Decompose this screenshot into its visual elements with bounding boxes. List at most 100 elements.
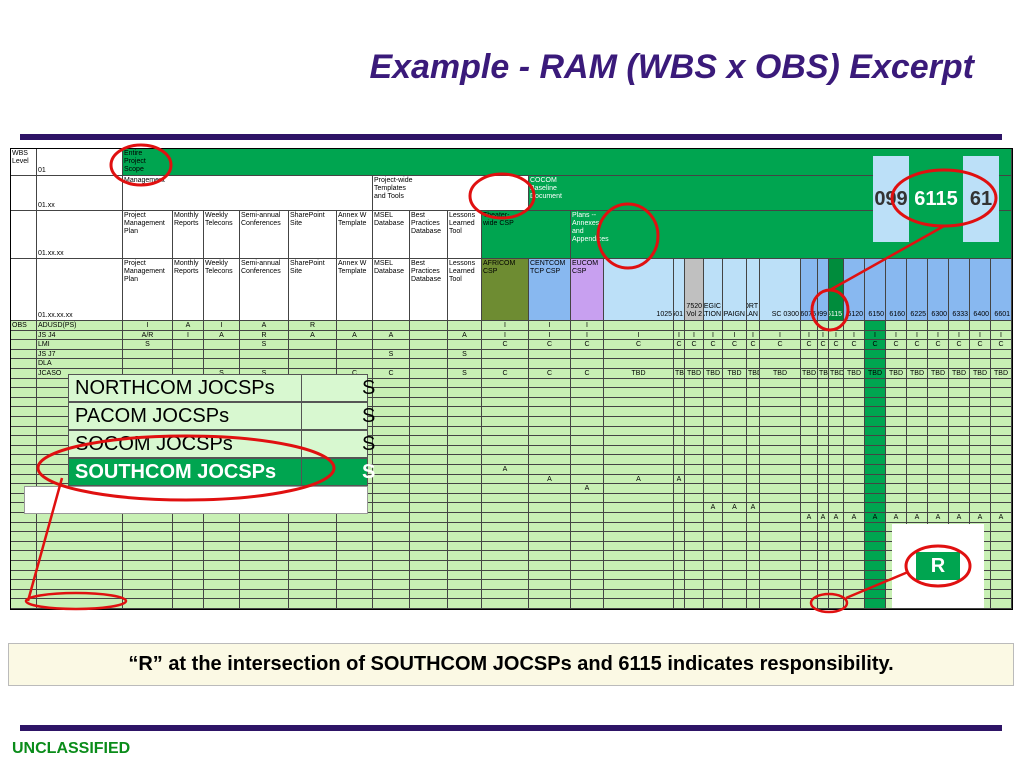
ram-cell (448, 417, 482, 427)
ram-cell (723, 397, 747, 408)
ram-cell (529, 503, 571, 513)
ram-cell (571, 465, 604, 475)
level-3-item: Best Practices Database (410, 211, 448, 259)
ram-cell (907, 349, 928, 360)
ram-cell (571, 474, 604, 485)
ram-cell (991, 388, 1012, 398)
ram-cell (529, 445, 571, 456)
ram-cell (337, 580, 373, 590)
ram-cell: C (747, 340, 760, 350)
ram-cell (685, 426, 704, 437)
ram-cell (529, 541, 571, 552)
ram-cell (240, 580, 289, 590)
ram-cell (865, 503, 886, 513)
ram-cell (571, 359, 604, 369)
ram-cell (674, 503, 685, 513)
ram-cell (704, 359, 723, 369)
ram-cell (448, 532, 482, 542)
ram-cell: C (571, 340, 604, 350)
ram-cell (704, 561, 723, 571)
ram-cell (886, 445, 907, 456)
ram-cell (704, 570, 723, 581)
ram-cell (674, 388, 685, 398)
ram-cell (723, 484, 747, 494)
ram-cell (571, 378, 604, 389)
ram-cell (991, 503, 1012, 513)
ram-cell: A (173, 321, 204, 331)
ram-cell (844, 378, 865, 389)
ram-cell (373, 388, 410, 398)
ram-cell (240, 359, 289, 369)
ram-cell (747, 407, 760, 417)
callout-label: NORTHCOM JOCSPs (75, 377, 275, 399)
ram-cell (844, 349, 865, 360)
ram-cell (240, 570, 289, 581)
ram-cell (949, 378, 970, 389)
ram-cell: I (970, 330, 991, 341)
ram-cell (818, 321, 829, 331)
ram-cell (886, 503, 907, 513)
level-3-code: 01.xx.xx (37, 249, 123, 259)
ram-cell (289, 589, 337, 600)
ram-cell (448, 551, 482, 561)
zoom-col-6115: 6115 (909, 156, 963, 242)
ram-cell (604, 484, 674, 494)
ram-cell (991, 465, 1012, 475)
ram-cell (865, 570, 886, 581)
ram-cell: C (571, 369, 604, 379)
level-1-code: 01 (37, 166, 123, 176)
wbs-column-7: 6075 (801, 259, 818, 321)
ram-cell (844, 609, 865, 610)
ram-cell (482, 397, 529, 408)
ram-cell (818, 407, 829, 417)
ram-cell (240, 532, 289, 542)
ram-cell (571, 455, 604, 465)
ram-cell (723, 474, 747, 485)
ram-cell (907, 493, 928, 504)
ram-cell (410, 484, 448, 494)
ram-cell: TBD (818, 369, 829, 379)
ram-cell (604, 455, 674, 465)
ram-cell (970, 445, 991, 456)
bottom-rule (20, 725, 1002, 731)
ram-cell (685, 465, 704, 475)
ram-cell (482, 532, 529, 542)
ram-cell (907, 609, 928, 610)
ram-cell (529, 484, 571, 494)
ram-cell: S (373, 349, 410, 360)
obs-label-cell (11, 522, 37, 533)
ram-cell (886, 426, 907, 437)
ram-cell (801, 321, 818, 331)
obs-row-name: ADUSD(PS) (37, 321, 123, 331)
ram-cell (529, 455, 571, 465)
ram-cell (747, 417, 760, 427)
ram-cell (747, 436, 760, 446)
ram-cell (829, 551, 844, 561)
ram-cell (482, 426, 529, 437)
ram-cell (844, 417, 865, 427)
ram-cell (373, 378, 410, 389)
ram-cell (886, 359, 907, 369)
ram-cell (410, 369, 448, 379)
ram-cell (674, 609, 685, 610)
obs-label-cell (11, 551, 37, 561)
obs-row-name (37, 541, 123, 552)
ram-cell (685, 532, 704, 542)
ram-cell (704, 493, 723, 504)
ram-cell (482, 436, 529, 446)
obs-row-name (37, 570, 123, 581)
ram-cell: TBD (747, 369, 760, 379)
obs-label-cell (11, 599, 37, 609)
ram-cell: C (604, 340, 674, 350)
ram-cell (747, 465, 760, 475)
ram-cell (991, 484, 1012, 494)
ram-cell (373, 426, 410, 437)
obs-label-cell (11, 474, 37, 485)
ram-cell (604, 609, 674, 610)
ram-cell (970, 503, 991, 513)
ram-cell (844, 503, 865, 513)
ram-cell (970, 359, 991, 369)
ram-cell (907, 378, 928, 389)
ram-cell (448, 609, 482, 610)
ram-cell (760, 378, 801, 389)
